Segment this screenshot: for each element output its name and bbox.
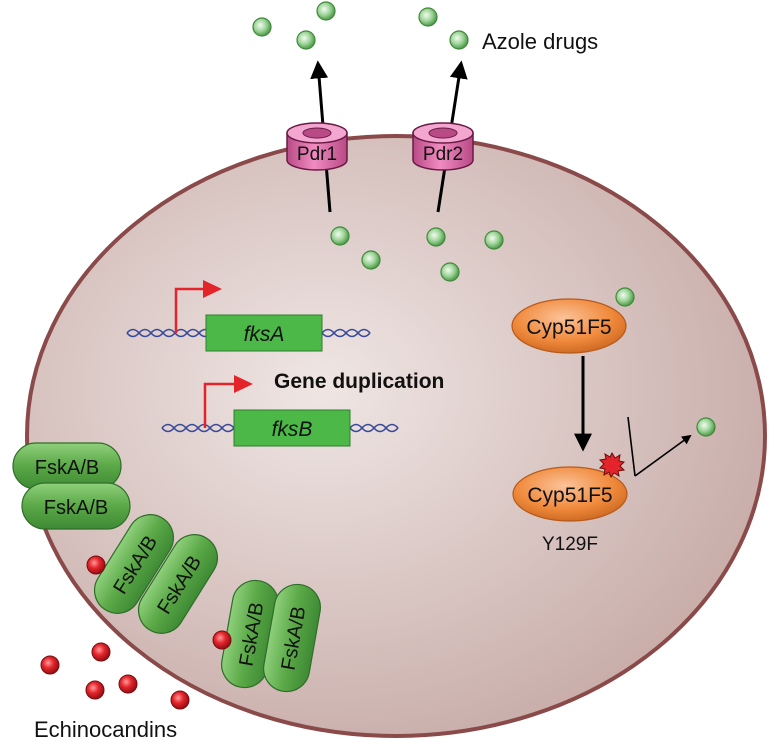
azole-drugs-label: Azole drugs (482, 29, 598, 54)
mutation-site-icon (598, 451, 626, 479)
svg-text:FskA/B: FskA/B (35, 457, 99, 479)
cell-membrane (25, 134, 767, 738)
gene-fksa-box (205, 314, 323, 352)
echinocandins-label: Echinocandins (34, 717, 177, 742)
y129f-mutation-label: Y129F (542, 534, 598, 555)
azole-release-arrow (634, 434, 692, 477)
gene-fksb-label: fksB (272, 418, 313, 441)
gene-fksb-box (233, 409, 351, 447)
azole-released-molecule (696, 417, 716, 437)
azole-bound-molecule (615, 287, 635, 307)
cyp51f5-enzyme-top (511, 298, 627, 354)
binding-blocked-line (627, 416, 636, 477)
svg-text:FskA/B: FskA/B (44, 497, 108, 519)
promoter-arrow-b (203, 375, 253, 428)
pdr1-transporter: Pdr1 (286, 122, 348, 171)
pdr2-label: Pdr2 (423, 144, 463, 165)
dna-strand-b (161, 423, 399, 433)
azole-molecules-outside (252, 1, 469, 50)
cyp51f5-top-label: Cyp51F5 (526, 316, 611, 339)
pdr2-transporter: Pdr2 (412, 122, 474, 171)
promoter-arrow-a (174, 280, 222, 333)
pdr1-label: Pdr1 (297, 144, 337, 165)
fks-protein-6: FskA/B (263, 583, 321, 693)
fks-protein-1: FskA/B (12, 442, 122, 490)
cyp51f5-enzyme-mutant (512, 466, 628, 522)
fks-protein-2: FskA/B (21, 482, 131, 530)
cyp51f5-mutant-label: Cyp51F5 (527, 484, 612, 507)
gene-fksa-label: fksA (244, 323, 285, 346)
gene-duplication-label: Gene duplication (274, 370, 444, 393)
